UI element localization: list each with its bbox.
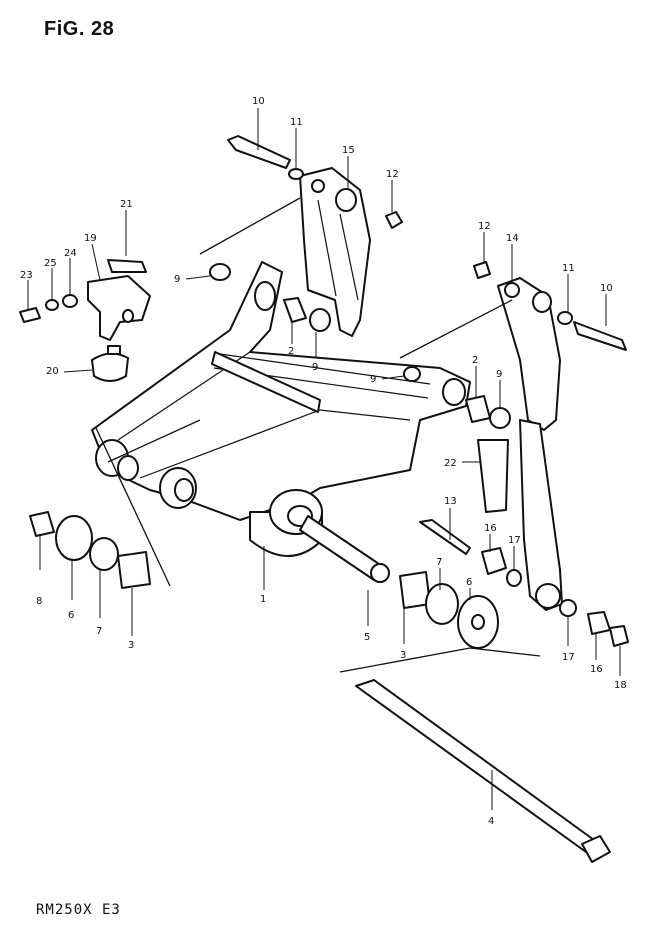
callout-20: 20 (46, 366, 59, 377)
callout-4: 4 (488, 816, 494, 827)
callout-25: 25 (44, 258, 57, 269)
callout-9: 9 (174, 274, 180, 285)
callout-5: 5 (364, 632, 370, 643)
callout-12: 12 (386, 169, 399, 180)
callout-2: 2 (472, 355, 478, 366)
callout-11: 11 (290, 117, 303, 128)
callout-9: 9 (496, 369, 502, 380)
callout-16: 16 (590, 664, 603, 675)
callout-7: 7 (436, 557, 442, 568)
callout-18: 18 (614, 680, 627, 691)
callout-10: 10 (252, 96, 265, 107)
callout-labels: 10 11 15 12 21 19 24 25 23 20 9 2 9 12 1… (20, 96, 627, 827)
callout-6: 6 (68, 610, 74, 621)
callout-11: 11 (562, 263, 575, 274)
cushion-rod-lever (497, 277, 563, 611)
callout-13: 13 (444, 496, 457, 507)
callout-2: 2 (288, 346, 294, 357)
chain-guide-bracket (19, 259, 151, 382)
callout-9: 9 (370, 374, 376, 385)
callout-24: 24 (64, 248, 77, 259)
callout-17: 17 (508, 535, 521, 546)
callout-16: 16 (484, 523, 497, 534)
callout-17: 17 (562, 652, 575, 663)
callout-3: 3 (128, 640, 134, 651)
callout-15: 15 (342, 145, 355, 156)
callout-8: 8 (36, 596, 42, 607)
callout-12: 12 (478, 221, 491, 232)
callout-19: 19 (84, 233, 97, 244)
callout-3: 3 (400, 650, 406, 661)
callout-21: 21 (120, 199, 133, 210)
figure-title: FiG. 28 (44, 18, 115, 40)
hardware-parts (29, 135, 629, 863)
model-code: RM250X E3 (36, 902, 121, 918)
callout-7: 7 (96, 626, 102, 637)
callout-22: 22 (444, 458, 457, 469)
callout-9: 9 (312, 362, 318, 373)
callout-6: 6 (466, 577, 472, 588)
cushion-lever-bracket (299, 167, 371, 337)
install-guide-lines (95, 197, 541, 673)
swingarm-part (91, 261, 471, 583)
callout-1: 1 (260, 594, 266, 605)
callout-23: 23 (20, 270, 33, 281)
leader-lines (27, 108, 621, 810)
callout-14: 14 (506, 233, 519, 244)
callout-10: 10 (600, 283, 613, 294)
